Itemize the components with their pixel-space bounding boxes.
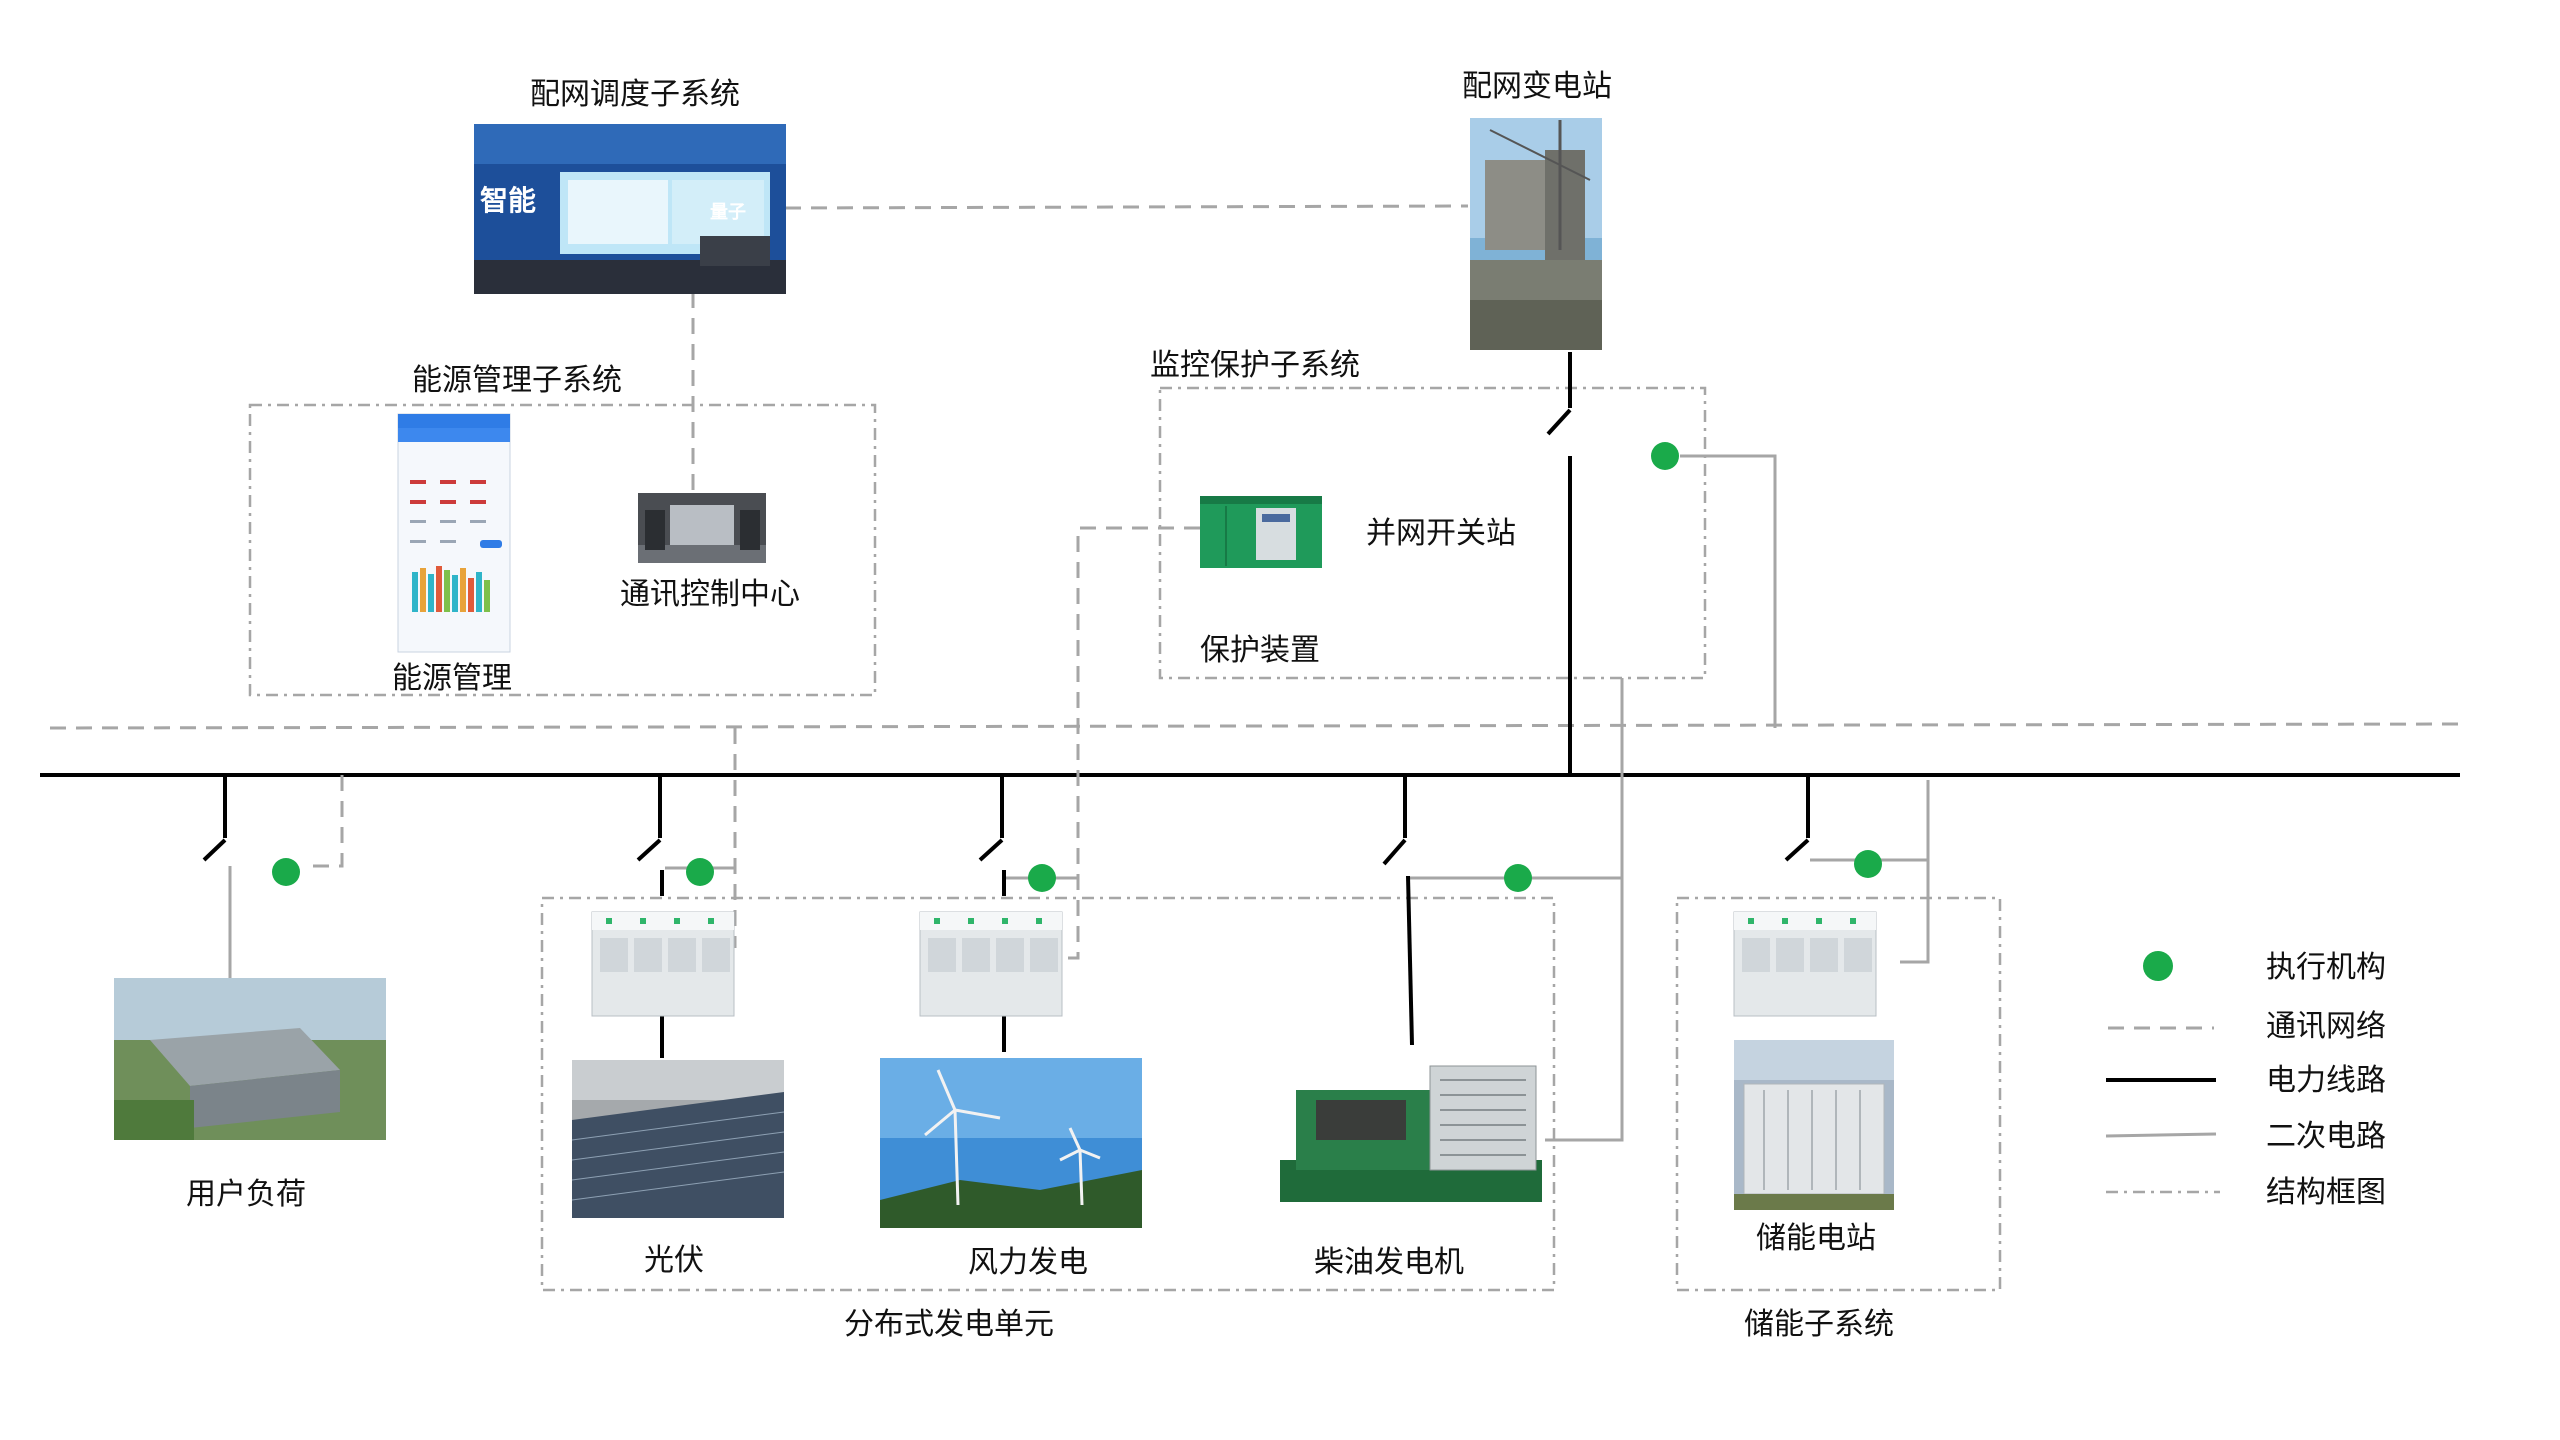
dispatch-screen-text-right: 量子 [710,201,746,223]
comm-load [308,775,344,868]
energy-mgmt-label: 能源管理 [392,661,512,696]
pv-panels-image [571,1060,785,1218]
legend: 执行机构 通讯网络 电力线路 二次电路 结构框图 [2105,950,2386,1210]
comm-switch-bus [1060,526,1200,960]
legend-actuator-icon [2143,951,2173,981]
actuator-load [272,858,300,886]
power-diesel-bottom [1406,875,1414,1046]
comm-bus [49,722,2461,730]
storage-station-image [1734,1040,1894,1210]
energy-mgmt-phone-image [397,413,511,653]
legend-comm-label: 通讯网络 [2266,1009,2386,1044]
monitor-subsystem-label: 监控保护子系统 [1150,348,1360,383]
distributed-unit-label: 分布式发电单元 [844,1307,1054,1342]
legend-secondary-icon [2105,1132,2217,1138]
wind-label: 风力发电 [968,1245,1088,1280]
diesel-label: 柴油发电机 [1314,1245,1464,1280]
dispatch-room-image: 智能 量子 [474,124,786,294]
distributed-unit-frame [540,896,1556,1292]
comm-center-label: 通讯控制中心 [620,577,800,612]
storage-station-label: 储能电站 [1756,1221,1876,1256]
breaker-pv [636,838,662,862]
pv-label: 光伏 [644,1243,704,1278]
dispatch-subsystem-label: 配网调度子系统 [530,77,740,112]
storage-subsystem-frame [1675,896,2002,1292]
user-load-label: 用户负荷 [186,1177,306,1212]
breaker-diesel [1382,838,1407,866]
monitor-protect-frame [1158,386,1707,680]
sec-diesel [1545,678,1624,1142]
wind-switchgear-image [919,911,1063,1017]
breaker-wind [978,838,1004,862]
actuator-storage [1854,850,1882,878]
actuator-pv [686,858,714,886]
pv-switchgear-image [591,911,735,1017]
actuator-wind [1028,864,1056,892]
legend-frame-label: 结构框图 [2266,1175,2386,1210]
dispatch-screen-text-left: 智能 [480,184,536,217]
comm-dispatch-substation [784,204,1469,210]
diesel-generator-image [1280,1065,1542,1202]
wind-turbine-image [880,1058,1142,1228]
storage-switchgear-image [1733,911,1877,1017]
legend-secondary-label: 二次电路 [2266,1119,2386,1154]
legend-actuator-label: 执行机构 [2266,950,2386,985]
breaker-storage [1784,838,1810,862]
energy-mgmt-frame [248,403,877,697]
breaker-substation [1546,408,1572,436]
sec-monitor-right [1680,454,1777,728]
comm-center-image [638,493,766,563]
user-load-image [114,978,386,1140]
energy-mgmt-subsystem-label: 能源管理子系统 [412,363,622,398]
actuator-substation [1651,442,1679,470]
grid-switch-label: 并网开关站 [1366,516,1516,551]
protection-label: 保护装置 [1200,633,1320,668]
grid-switch-cabinet-image [1200,496,1322,568]
legend-power-label: 电力线路 [2266,1063,2386,1098]
substation-image [1470,118,1602,350]
substation-label: 配网变电站 [1462,69,1612,104]
storage-subsystem-label: 储能子系统 [1744,1307,1894,1342]
breaker-load [202,838,227,862]
actuator-diesel [1504,864,1532,892]
